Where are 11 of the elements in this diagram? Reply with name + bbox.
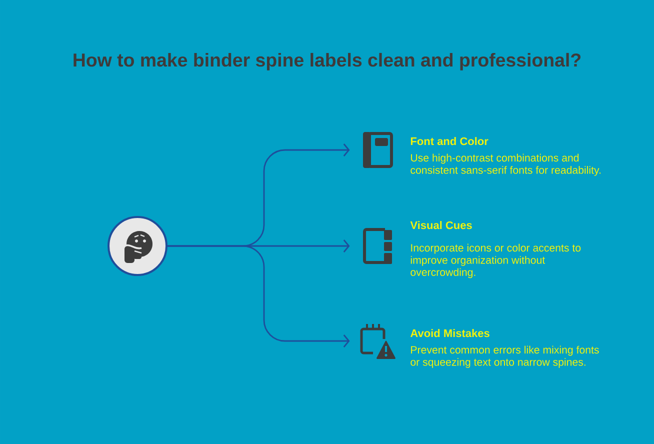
item-description: Prevent common errors like mixing fonts or squeezing text onto narrow spines. [410, 346, 599, 368]
binder-icon [363, 228, 392, 264]
title: How to make binder spine labels clean and professional? [74, 52, 580, 70]
arrow [168, 245, 350, 348]
item-heading: Avoid Mistakes [410, 329, 490, 338]
item-description: Use high-contrast combinations and consistent sans-serif fonts for readability. [410, 154, 600, 176]
item-heading: Font and Color [410, 137, 488, 146]
item-description: Incorporate icons or color accents to improve organization without overcrowding. [410, 244, 581, 278]
calendar-warning-icon [360, 323, 396, 359]
notebook-icon [363, 132, 393, 168]
item-heading: Visual Cues [410, 221, 472, 230]
